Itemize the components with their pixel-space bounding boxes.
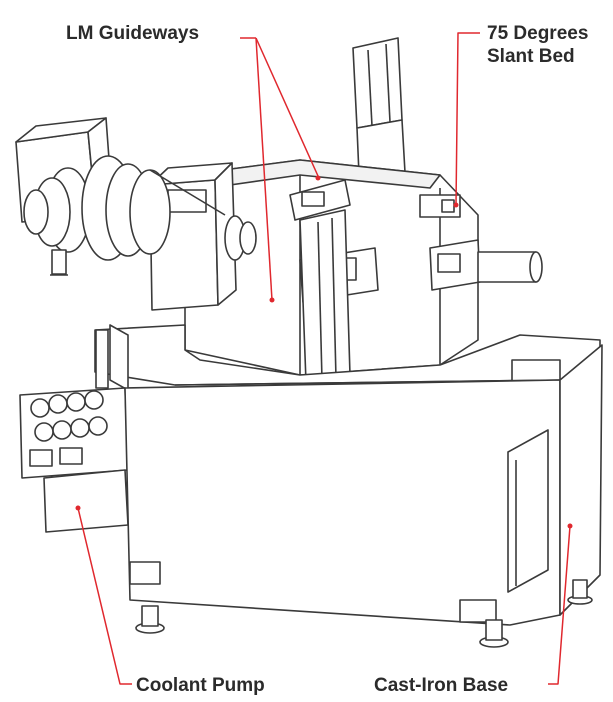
leader-dot-cast-iron-base xyxy=(567,523,573,529)
leader-lm-guideways-to-carriage xyxy=(255,37,319,177)
leader-lines xyxy=(77,32,571,685)
base-cabinet xyxy=(124,344,603,626)
leader-coolant-pump xyxy=(77,507,132,685)
leader-cast-iron-base xyxy=(548,525,571,685)
leader-slant-bed xyxy=(455,32,480,206)
label-lm-guideways: LM Guideways xyxy=(66,23,200,44)
tailstock xyxy=(429,239,543,291)
leader-dots xyxy=(75,175,573,529)
leader-dot-carriage xyxy=(315,175,321,181)
label-slant-bed: 75 Degrees Slant Bed xyxy=(487,22,588,68)
carriage xyxy=(289,179,379,383)
leader-dot-bed xyxy=(269,297,275,303)
leader-dot-coolant-pump xyxy=(75,505,81,511)
label-coolant-pump: Coolant Pump xyxy=(136,675,265,696)
label-slant-bed-line1: 75 Degrees xyxy=(487,23,589,44)
leader-lm-guideways-to-bed xyxy=(255,37,273,301)
coolant-pump-unit xyxy=(19,329,129,533)
label-cast-iron-base: Cast-Iron Base xyxy=(374,675,509,696)
leader-dot-slant-bed xyxy=(453,202,459,208)
spindle-chuck xyxy=(23,155,257,276)
leveling-feet xyxy=(135,579,593,648)
label-slant-bed-line2: Slant Bed xyxy=(487,46,575,67)
